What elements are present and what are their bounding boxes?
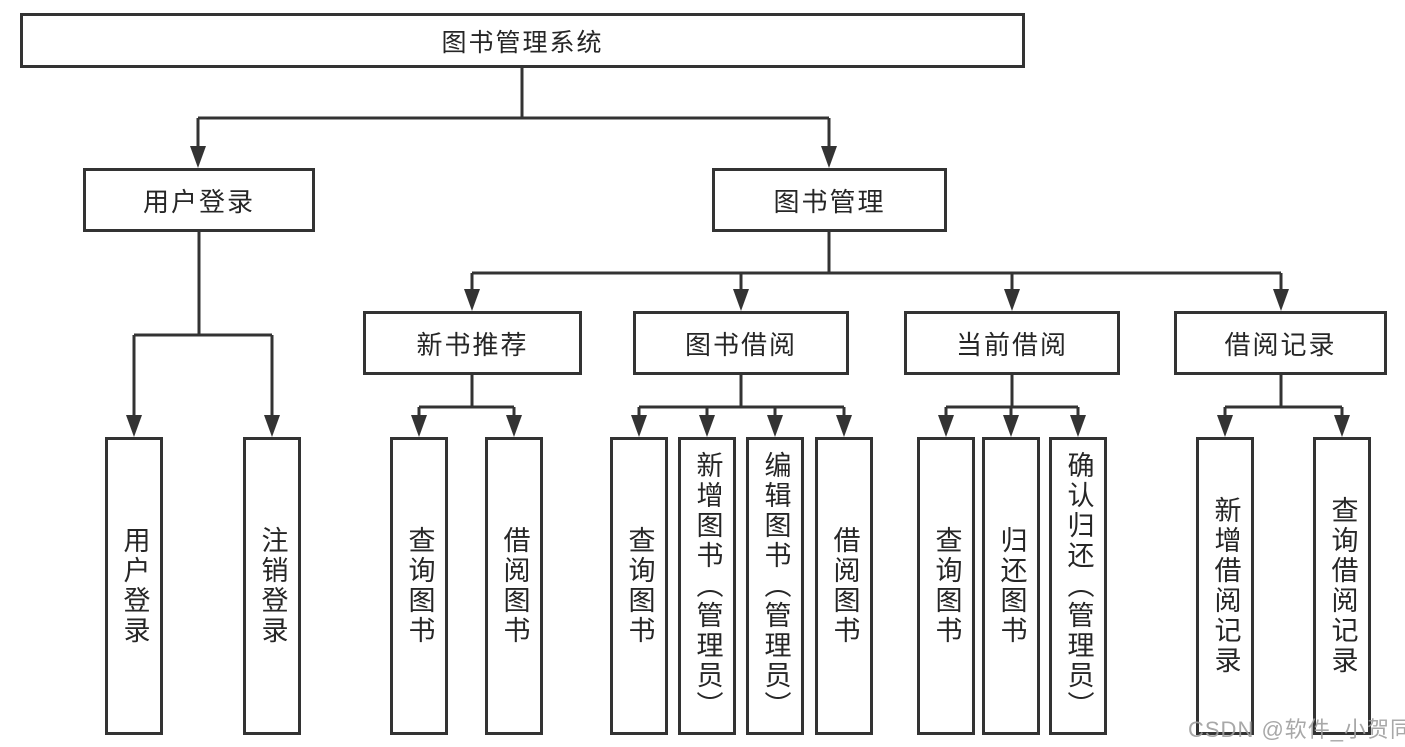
node-label: 注销登录 — [257, 526, 288, 646]
node-library-management-system: 图书管理系统 — [20, 13, 1025, 68]
connector-lines — [132, 68, 1344, 419]
leaf-add-books-admin: 新增图书（管理员） — [678, 437, 736, 735]
node-label: 借阅图书 — [499, 526, 530, 646]
node-label: 借阅记录 — [1224, 329, 1337, 360]
leaf-return-books: 归还图书 — [982, 437, 1040, 735]
node-label: 新书推荐 — [416, 329, 529, 360]
arrowheads — [126, 146, 1350, 437]
leaf-edit-books-admin: 编辑图书（管理员） — [746, 437, 804, 735]
node-label: 查询借阅记录 — [1327, 496, 1358, 676]
node-label: 归还图书 — [996, 526, 1027, 646]
node-user-login: 用户登录 — [83, 168, 315, 232]
leaf-user-login: 用户登录 — [105, 437, 163, 735]
node-borrow-records: 借阅记录 — [1174, 311, 1387, 375]
node-label: 新增借阅记录 — [1210, 496, 1241, 676]
leaf-add-borrow-record: 新增借阅记录 — [1196, 437, 1254, 735]
node-label: 用户登录 — [142, 186, 255, 217]
leaf-logout: 注销登录 — [243, 437, 301, 735]
node-label: 确认归还（管理员） — [1063, 451, 1094, 721]
node-label: 用户登录 — [119, 526, 150, 646]
node-label: 借阅图书 — [829, 526, 860, 646]
node-label: 图书借阅 — [684, 329, 797, 360]
leaf-query-books-borrow: 查询图书 — [610, 437, 668, 735]
node-label: 查询图书 — [404, 526, 435, 646]
leaf-query-books-current: 查询图书 — [917, 437, 975, 735]
node-label: 编辑图书（管理员） — [760, 451, 791, 721]
leaf-query-borrow-record: 查询借阅记录 — [1313, 437, 1371, 735]
node-label: 新增图书（管理员） — [692, 451, 723, 721]
node-label: 图书管理 — [773, 186, 886, 217]
leaf-confirm-return-admin: 确认归还（管理员） — [1049, 437, 1107, 735]
node-label: 查询图书 — [624, 526, 655, 646]
leaf-borrow-books-recommend: 借阅图书 — [485, 437, 543, 735]
leaf-query-books-recommend: 查询图书 — [390, 437, 448, 735]
node-new-book-recommend: 新书推荐 — [363, 311, 582, 375]
node-label: 图书管理系统 — [441, 28, 604, 57]
csdn-watermark: CSDN @软件_小贺同学 — [1188, 717, 1405, 742]
node-current-borrow: 当前借阅 — [904, 311, 1120, 375]
node-book-management: 图书管理 — [712, 168, 947, 232]
node-book-borrow: 图书借阅 — [633, 311, 849, 375]
leaf-borrow-books: 借阅图书 — [815, 437, 873, 735]
node-label: 查询图书 — [931, 526, 962, 646]
node-label: 当前借阅 — [955, 329, 1068, 360]
